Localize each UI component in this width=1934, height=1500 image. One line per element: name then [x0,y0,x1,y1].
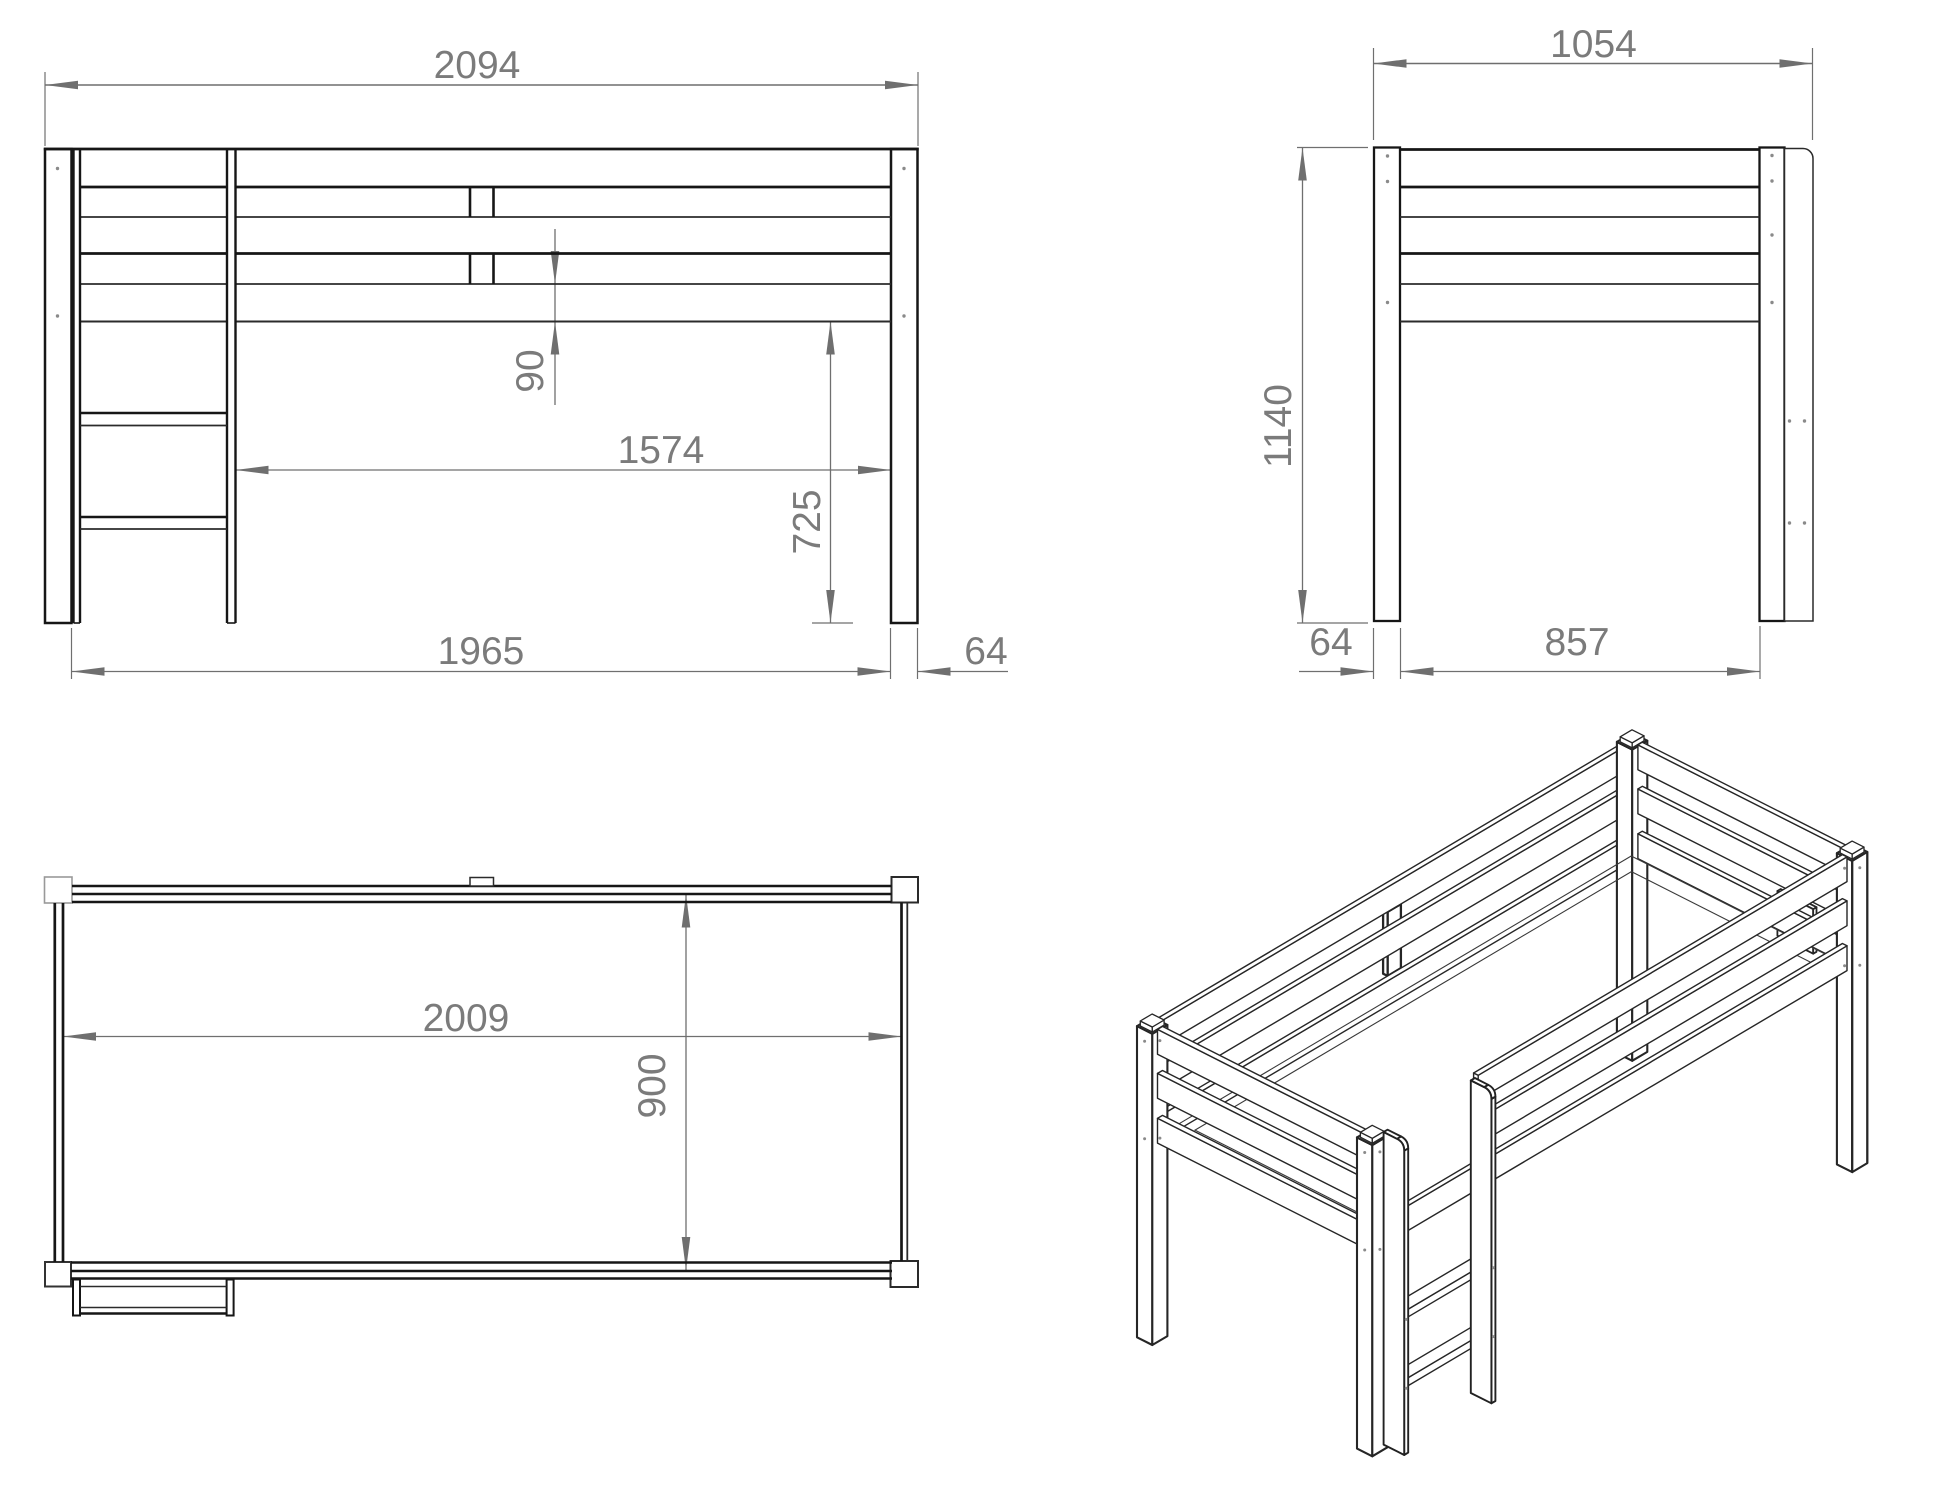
svg-text:1054: 1054 [1550,23,1637,66]
svg-text:90: 90 [509,349,552,392]
svg-text:725: 725 [786,489,829,554]
svg-text:1574: 1574 [618,429,705,472]
svg-text:900: 900 [631,1053,674,1118]
svg-text:2094: 2094 [434,44,521,87]
svg-text:1140: 1140 [1257,384,1300,468]
svg-text:1965: 1965 [438,630,525,673]
svg-text:64: 64 [1309,621,1352,664]
svg-text:2009: 2009 [423,997,510,1040]
svg-text:64: 64 [964,630,1007,673]
svg-text:857: 857 [1544,621,1609,664]
